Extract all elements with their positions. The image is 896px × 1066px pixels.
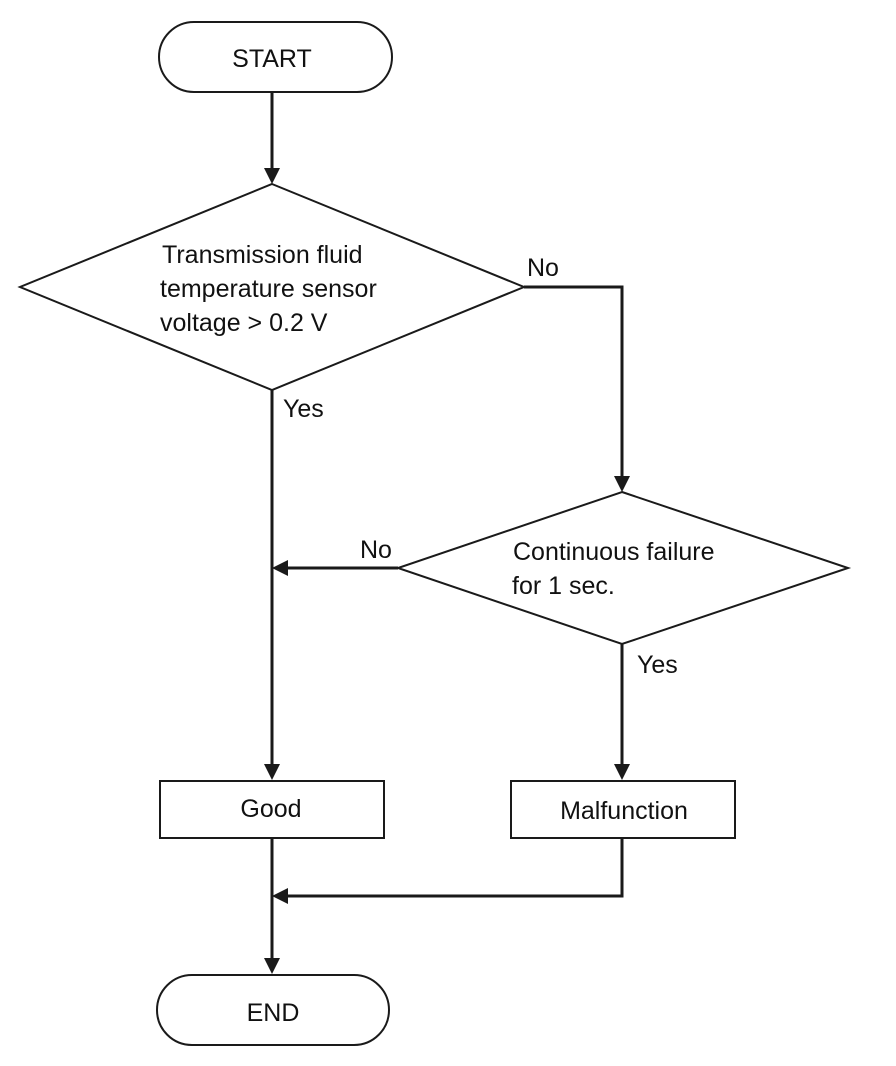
decision2-yes-label: Yes — [637, 651, 678, 679]
end-node: END — [156, 974, 390, 1046]
arrowhead-decision1-no — [614, 476, 630, 492]
malfunction-node: Malfunction — [510, 780, 736, 839]
decision1-node: Transmission fluid temperature sensor vo… — [17, 182, 527, 392]
decision2-diamond — [394, 490, 852, 646]
decision1-yes-label: Yes — [283, 395, 324, 423]
decision2-line2: for 1 sec. — [512, 572, 615, 600]
arrowhead-decision1-yes — [264, 764, 280, 780]
decision2-no-label: No — [360, 536, 392, 564]
good-label: Good — [240, 795, 301, 823]
malfunction-box — [510, 780, 736, 839]
end-terminal-shape — [156, 974, 390, 1046]
arrowhead-start-decision1 — [264, 168, 280, 184]
decision1-line1: Transmission fluid — [162, 241, 363, 269]
decision1-line3: voltage > 0.2 V — [160, 309, 328, 337]
decision1-line2: temperature sensor — [160, 275, 377, 303]
start-node: START — [158, 21, 393, 93]
end-label: END — [247, 999, 300, 1027]
decision2-line1: Continuous failure — [513, 538, 715, 566]
start-label: START — [232, 45, 312, 73]
edge-decision1-no — [524, 285, 624, 478]
decision2-node: Continuous failure for 1 sec. — [394, 490, 852, 646]
start-terminal-shape — [158, 21, 393, 93]
arrowhead-good-end — [264, 958, 280, 974]
arrowhead-decision2-yes — [614, 764, 630, 780]
arrowhead-decision2-no — [272, 560, 288, 576]
arrowhead-malfunction-merge — [272, 888, 288, 904]
good-node: Good — [159, 780, 385, 839]
malfunction-label: Malfunction — [560, 797, 688, 825]
edge-malfunction-merge — [286, 838, 624, 898]
decision1-no-label: No — [527, 254, 559, 282]
